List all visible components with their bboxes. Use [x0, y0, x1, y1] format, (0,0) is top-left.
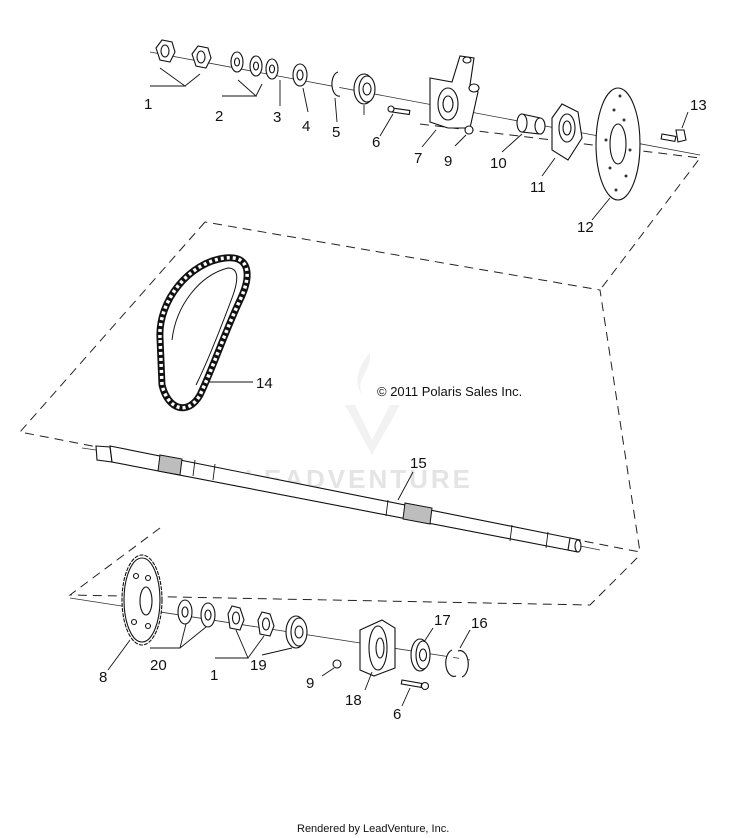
callout-17: 17 — [434, 612, 451, 629]
watermark-logo — [345, 352, 400, 455]
nut-1-bottom — [227, 605, 275, 637]
callout-11: 11 — [530, 179, 546, 196]
nut-9-bottom — [332, 659, 342, 669]
hub-11 — [551, 103, 583, 161]
top-leader-lines — [150, 67, 689, 221]
sprocket-8 — [121, 554, 163, 646]
callout-6-top: 6 — [372, 134, 380, 151]
drive-chain-14 — [156, 254, 251, 412]
callout-20: 20 — [150, 657, 167, 674]
callout-8: 8 — [99, 669, 107, 686]
bearing-housing-18 — [359, 619, 396, 677]
bottom-leader-lines — [107, 623, 471, 707]
callout-5: 5 — [332, 124, 340, 141]
spacer-10 — [516, 113, 546, 135]
washer-2 — [230, 51, 263, 77]
nut-9-top — [464, 125, 474, 135]
callout-9-bottom: 9 — [306, 675, 314, 692]
brake-disc-12 — [595, 87, 641, 201]
copyright-text: © 2011 Polaris Sales Inc. — [377, 384, 522, 399]
callout-13: 13 — [690, 97, 707, 114]
footer-credit: Rendered by LeadVenture, Inc. — [297, 823, 449, 835]
bolt-13 — [660, 129, 687, 143]
bolt-6-bottom — [400, 679, 430, 691]
callout-1-top: 1 — [144, 96, 152, 113]
callout-15: 15 — [410, 455, 427, 472]
callout-7: 7 — [414, 150, 422, 167]
washer-4 — [292, 63, 308, 87]
callout-6-bottom: 6 — [393, 706, 401, 723]
nut-1-top — [155, 39, 212, 69]
washer-20 — [177, 599, 216, 628]
callout-3: 3 — [273, 109, 281, 126]
callout-19: 19 — [250, 657, 267, 674]
callout-labels: 1 2 3 4 5 6 7 9 10 11 12 13 14 15 8 20 1… — [99, 96, 707, 723]
callout-2: 2 — [215, 108, 223, 125]
dashed-plane-chain — [19, 221, 641, 553]
bearing-housing-7 — [429, 55, 480, 129]
leader-15 — [397, 471, 414, 501]
callout-18: 18 — [345, 692, 362, 709]
washer-3 — [265, 58, 279, 80]
snap-ring-16 — [445, 649, 469, 678]
callout-1-bottom: 1 — [210, 667, 218, 684]
snap-ring-5 — [331, 71, 341, 97]
bolt-6-top — [387, 105, 411, 116]
bearing-19 — [285, 615, 308, 649]
callout-12: 12 — [577, 219, 594, 236]
axle-shaft-15 — [81, 445, 601, 553]
callout-10: 10 — [490, 155, 507, 172]
callout-4: 4 — [302, 118, 310, 135]
callout-14: 14 — [256, 375, 273, 392]
callout-9-top: 9 — [444, 153, 452, 170]
callout-16: 16 — [471, 615, 488, 632]
bearing-5 — [353, 73, 376, 105]
bearing-17 — [410, 638, 431, 672]
